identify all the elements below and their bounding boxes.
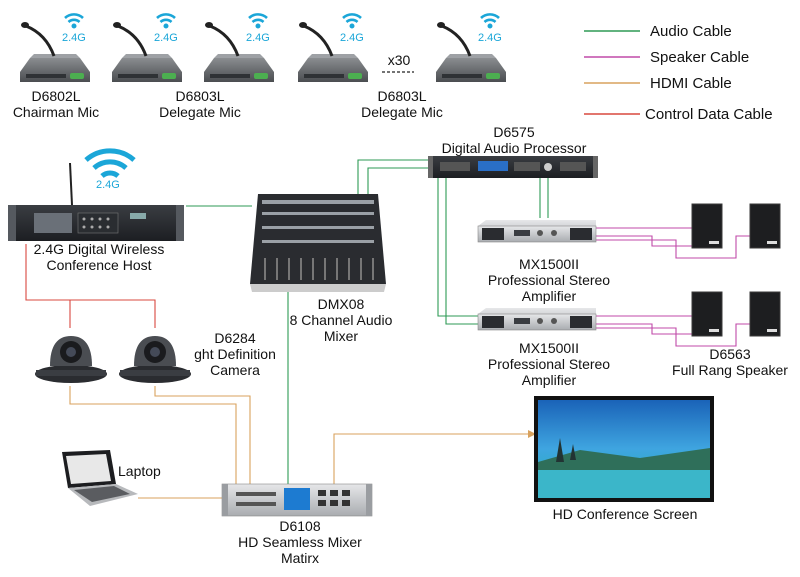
audio-cable [357,159,430,196]
laptop-label: Laptop [118,463,161,479]
conference-screen [534,396,714,502]
hdmi-cable [333,433,528,486]
wifi-icon [247,13,269,30]
mic-count: x30 [387,52,411,68]
wifi-band-label: 2.4G [340,32,364,44]
delegate-mic [202,13,276,84]
speaker [691,291,723,337]
audio-processor [428,156,598,178]
legend-control-label: Control Data Cable [645,106,773,123]
speaker-cable [596,235,692,247]
legend [584,30,640,115]
audio-cable [437,178,478,317]
wifi-icon [479,13,501,30]
control-cable [25,244,156,328]
speaker-cable [596,323,692,335]
delegate-mic [296,13,370,84]
wifi-icon [63,13,85,30]
wifi-band-label: 2.4G [246,32,270,44]
wifi-icon [155,13,177,30]
conference-host [8,162,184,241]
wifi-icon [341,13,363,30]
delegate-mic [434,13,508,84]
amplifier [477,307,597,331]
wifi-band-label: 2.4G [478,32,502,44]
cable-layer [25,159,752,499]
speaker [749,203,781,249]
speaker-cable [596,235,752,259]
laptop [62,450,138,506]
arrow-head [528,430,536,438]
audio-cable [445,178,478,325]
wifi-band-label: 2.4G [96,179,120,191]
hdmi-cable [69,386,237,486]
speaker [691,203,723,249]
screen-label: HD Conference Screen [552,506,698,522]
wifi-band-label: 2.4G [62,32,86,44]
wifi-icon [84,148,136,179]
speaker-cable [596,323,752,347]
legend-speaker-label: Speaker Cable [650,49,750,66]
legend-audio-label: Audio Cable [650,23,732,40]
camera [119,336,191,383]
legend-hdmi-label: HDMI Cable [650,75,732,92]
amplifier [477,219,597,243]
speaker [749,291,781,337]
audio-cable [367,167,430,196]
wifi-band-label: 2.4G [154,32,178,44]
delegate-mic [110,13,184,84]
camera [35,336,107,383]
audio-mixer [250,194,386,292]
hdmi-cable [154,386,251,486]
chairman-mic [18,13,92,84]
matrix-switcher [221,483,373,517]
